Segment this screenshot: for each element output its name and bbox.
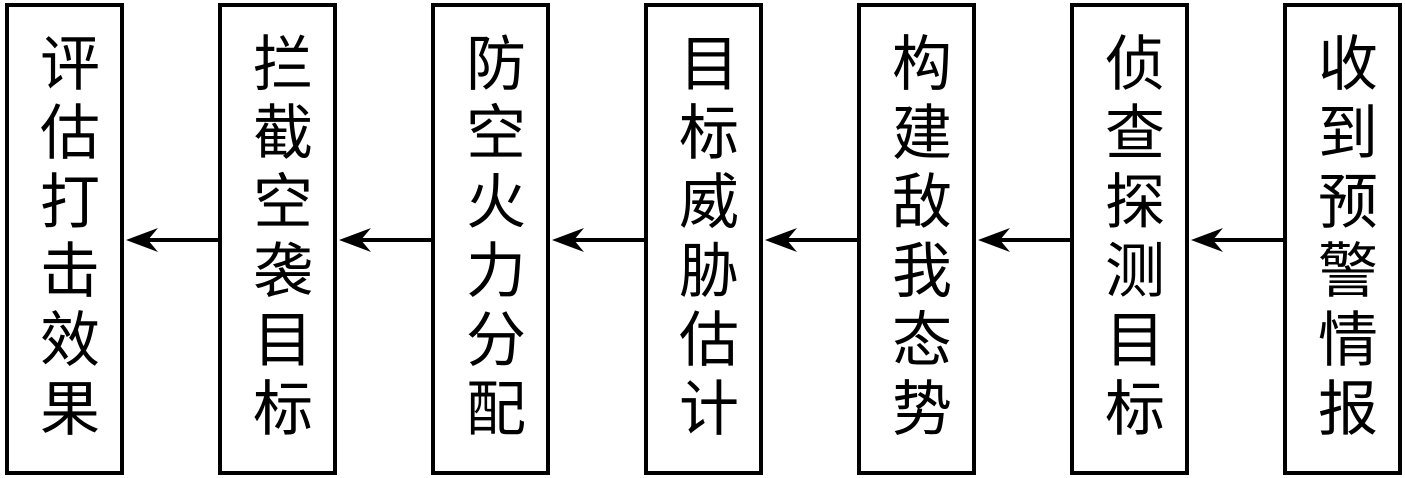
- step-intercept-target: 拦截空袭目标: [218, 3, 337, 475]
- step-label: 侦查探测目标: [1094, 32, 1165, 446]
- step-fire-allocation: 防空火力分配: [431, 3, 550, 475]
- step-evaluate-effect: 评估打击效果: [5, 3, 124, 475]
- process-flow: 收到预警情报 侦查探测目标 构建敌我态势 目标威胁估计 防空火力分配 拦截空袭目…: [3, 3, 1402, 475]
- step-label: 构建敌我态势: [881, 32, 952, 446]
- arrow-left-icon: [976, 3, 1070, 475]
- step-label: 收到预警情报: [1307, 32, 1378, 446]
- arrow-left-icon: [124, 3, 218, 475]
- step-build-situation: 构建敌我态势: [857, 3, 976, 475]
- step-threat-assessment: 目标威胁估计: [644, 3, 763, 475]
- arrow-left-icon: [1189, 3, 1283, 475]
- arrow-left-icon: [550, 3, 644, 475]
- step-receive-warning: 收到预警情报: [1283, 3, 1402, 475]
- step-label: 防空火力分配: [455, 32, 526, 446]
- step-detect-target: 侦查探测目标: [1070, 3, 1189, 475]
- arrow-left-icon: [763, 3, 857, 475]
- step-label: 拦截空袭目标: [242, 32, 313, 446]
- step-label: 目标威胁估计: [668, 32, 739, 446]
- arrow-left-icon: [337, 3, 431, 475]
- step-label: 评估打击效果: [29, 32, 100, 446]
